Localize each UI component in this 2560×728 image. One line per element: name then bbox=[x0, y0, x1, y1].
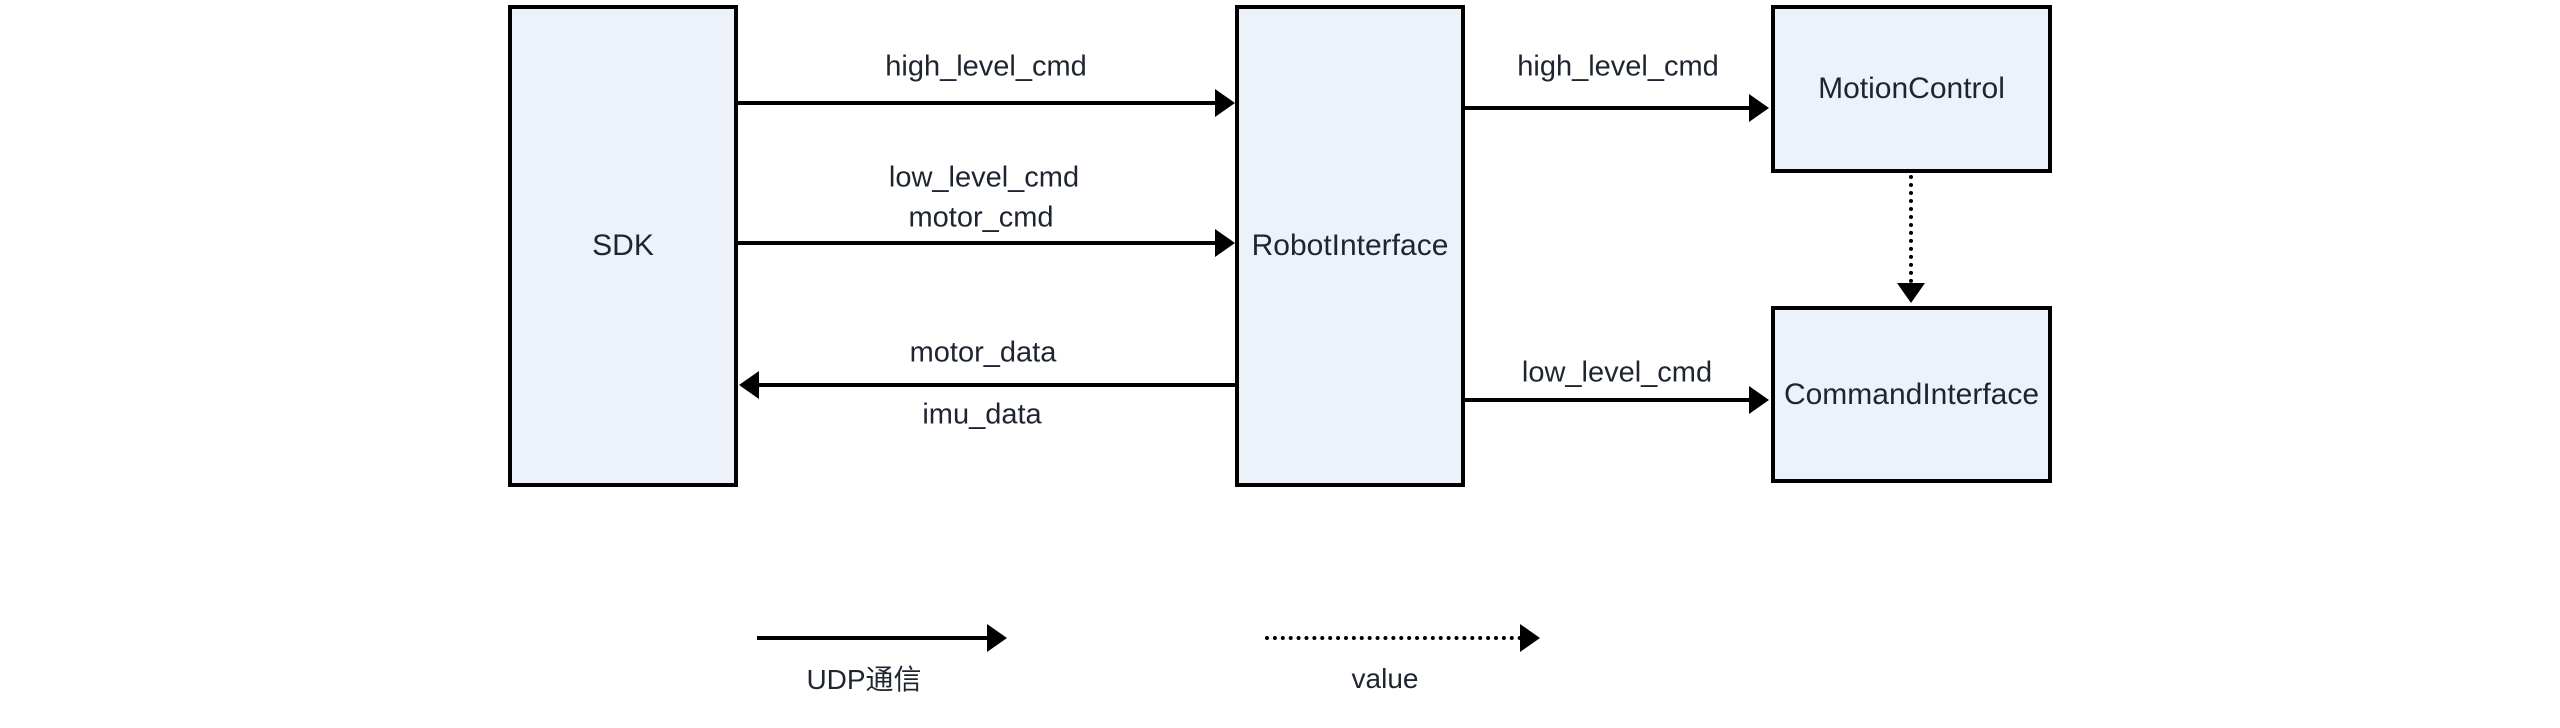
dotted-arrow-line bbox=[1909, 175, 1913, 283]
arrow-line bbox=[757, 636, 989, 640]
arrowhead-left-icon bbox=[739, 371, 759, 399]
edge-label-high-level-cmd-right: high_level_cmd bbox=[1517, 50, 1719, 83]
edge-label-motor-data: motor_data bbox=[909, 336, 1057, 369]
node-sdk-label: SDK bbox=[592, 229, 654, 262]
node-motion-control-label: MotionControl bbox=[1818, 72, 2005, 105]
node-command-interface: CommandInterface bbox=[1771, 306, 2052, 483]
edge-label-imu-data: imu_data bbox=[922, 398, 1042, 431]
edge-label-low-level-cmd-right: low_level_cmd bbox=[1521, 356, 1713, 389]
arrowhead-right-icon bbox=[987, 624, 1007, 652]
node-robot-interface-label: RobotInterface bbox=[1251, 229, 1449, 262]
node-command-interface-label: CommandInterface bbox=[1783, 377, 2040, 411]
edge-label-motor-cmd: motor_cmd bbox=[908, 201, 1054, 234]
legend-solid-arrow-label: UDP通信 bbox=[806, 664, 922, 695]
legend-dotted-arrow-label: value bbox=[1351, 663, 1419, 694]
arrow-line bbox=[1465, 398, 1751, 402]
arrowhead-right-icon bbox=[1520, 624, 1540, 652]
arrowhead-right-icon bbox=[1215, 229, 1235, 257]
arrow-line bbox=[738, 241, 1217, 245]
node-sdk: SDK bbox=[508, 5, 738, 487]
arrow-line bbox=[738, 101, 1217, 105]
edge-label-low-level-cmd-left: low_level_cmd bbox=[888, 161, 1080, 194]
edge-label-high-level-cmd-left: high_level_cmd bbox=[885, 50, 1087, 83]
arrowhead-right-icon bbox=[1749, 386, 1769, 414]
arrowhead-right-icon bbox=[1749, 94, 1769, 122]
arrow-line bbox=[1465, 106, 1751, 110]
arrowhead-down-icon bbox=[1897, 283, 1925, 303]
arrowhead-right-icon bbox=[1215, 89, 1235, 117]
arrow-line bbox=[759, 383, 1235, 387]
node-robot-interface: RobotInterface bbox=[1235, 5, 1465, 487]
node-motion-control: MotionControl bbox=[1771, 5, 2052, 173]
dotted-arrow-line bbox=[1265, 636, 1522, 640]
